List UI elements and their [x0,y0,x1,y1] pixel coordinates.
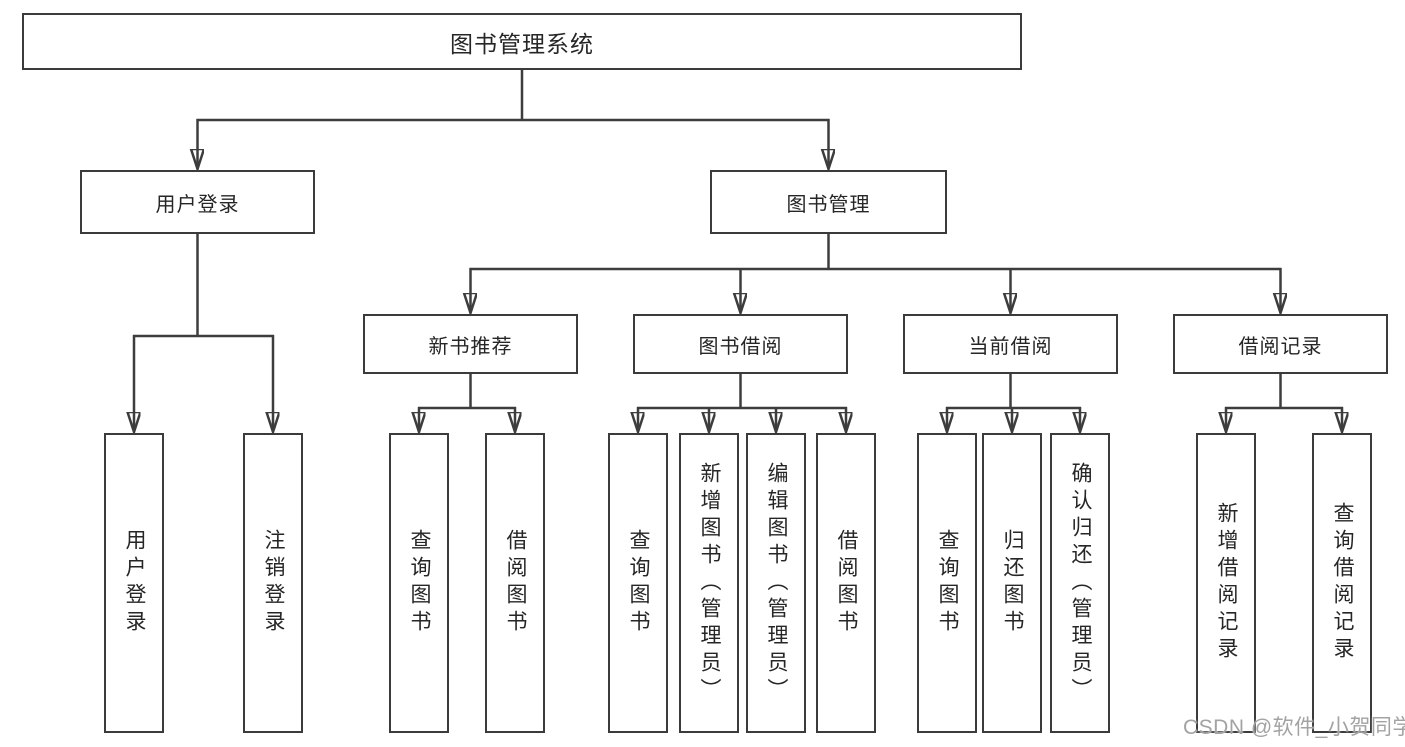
node-borrowing-records: 借阅记录 [1173,314,1388,374]
node-book-management: 图书管理 [710,170,947,234]
node-query-books-borrowing: 查询图书 [608,433,668,733]
node-borrow-books-borrowing: 借阅图书 [816,433,876,733]
node-add-borrow-record: 新增借阅记录 [1196,433,1256,733]
node-root: 图书管理系统 [22,13,1022,70]
edge-book-borrowing-to-leaves [637,374,847,431]
node-edit-book-admin: 编辑图书（管理员） [746,433,806,733]
node-query-books-current: 查询图书 [917,433,977,733]
edge-new-book-recommendation-to-leaves [418,374,516,431]
node-return-book: 归还图书 [982,433,1042,733]
edge-root-to-level2 [197,70,830,168]
edge-borrowing-records-to-leaves [1225,374,1343,431]
node-logout-leaf: 注销登录 [243,433,303,733]
edge-book-management-to-level3 [470,234,1282,312]
node-user-login-leaf: 用户登录 [104,433,164,733]
node-new-book-recommendation: 新书推荐 [363,314,578,374]
node-query-books-recommend: 查询图书 [389,433,449,733]
node-book-borrowing: 图书借阅 [633,314,848,374]
edge-current-borrowing-to-leaves [946,374,1081,431]
node-confirm-return-admin: 确认归还（管理员） [1050,433,1110,733]
edge-user-login-to-leaves [133,234,274,431]
node-query-borrow-record: 查询借阅记录 [1312,433,1372,733]
node-add-book-admin: 新增图书（管理员） [679,433,739,733]
node-user-login: 用户登录 [80,170,315,234]
node-current-borrowing: 当前借阅 [903,314,1118,374]
node-borrow-books-recommend: 借阅图书 [485,433,545,733]
csdn-watermark: CSDN @软件_小贺同学 [1183,716,1405,739]
